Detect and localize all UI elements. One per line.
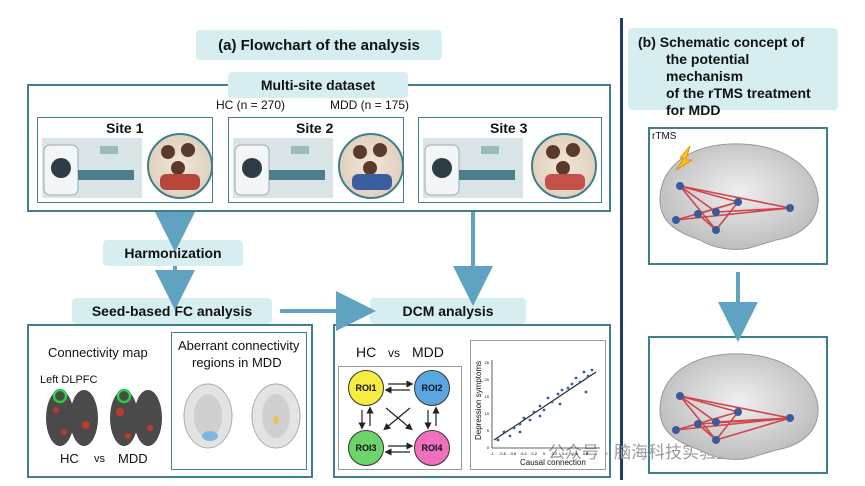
harmonization-label: Harmonization <box>103 240 243 266</box>
dcm-label: DCM analysis <box>370 298 526 324</box>
panel-divider <box>620 18 623 480</box>
brain-before-box <box>648 127 828 265</box>
panel-b-title-line3: of the rTMS treatment <box>666 85 811 101</box>
aberrant-line1: Aberrant connectivity <box>178 338 300 353</box>
scatter-ylabel: Depression symptoms <box>474 360 483 440</box>
dcm-hc-label: HC <box>356 344 377 360</box>
left-dlpfc-label: Left DLPFC <box>40 374 98 386</box>
mdd-count: MDD (n = 175) <box>330 98 410 112</box>
panel-b-title-line2: the potential mechanism <box>666 51 750 84</box>
panel-a-title: (a) Flowchart of the analysis <box>196 30 442 60</box>
rtms-label: rTMS <box>652 131 677 142</box>
dcm-vs-label: vs <box>388 346 400 360</box>
fc-hc-label: HC <box>60 451 79 466</box>
panel-b-title-line1: (b) Schematic concept of <box>638 34 805 50</box>
roi1-node: ROI1 <box>348 370 384 406</box>
watermark: 公众号 · 脑海科技实验室 <box>548 443 734 462</box>
panel-b-title-line4: for MDD <box>666 102 721 118</box>
aberrant-line2: regions in MDD <box>192 355 282 370</box>
scatter-xlabel: Causal connection <box>520 458 586 467</box>
roi4-node: ROI4 <box>414 430 450 466</box>
seed-fc-label: Seed-based FC analysis <box>72 298 272 324</box>
roi3-node: ROI3 <box>348 430 384 466</box>
dcm-mdd-label: MDD <box>412 344 444 360</box>
site-1-title: Site 1 <box>106 120 144 136</box>
roi2-node: ROI2 <box>414 370 450 406</box>
dataset-title: Multi-site dataset <box>228 72 408 98</box>
site-2-title: Site 2 <box>296 120 334 136</box>
site-3-title: Site 3 <box>490 120 528 136</box>
connectivity-map-label: Connectivity map <box>48 345 148 360</box>
fc-mdd-label: MDD <box>118 451 148 466</box>
fc-vs-label: vs <box>94 453 105 465</box>
panel-b-title: (b) Schematic concept of the potential m… <box>628 28 838 118</box>
hc-count: HC (n = 270) <box>216 98 286 112</box>
